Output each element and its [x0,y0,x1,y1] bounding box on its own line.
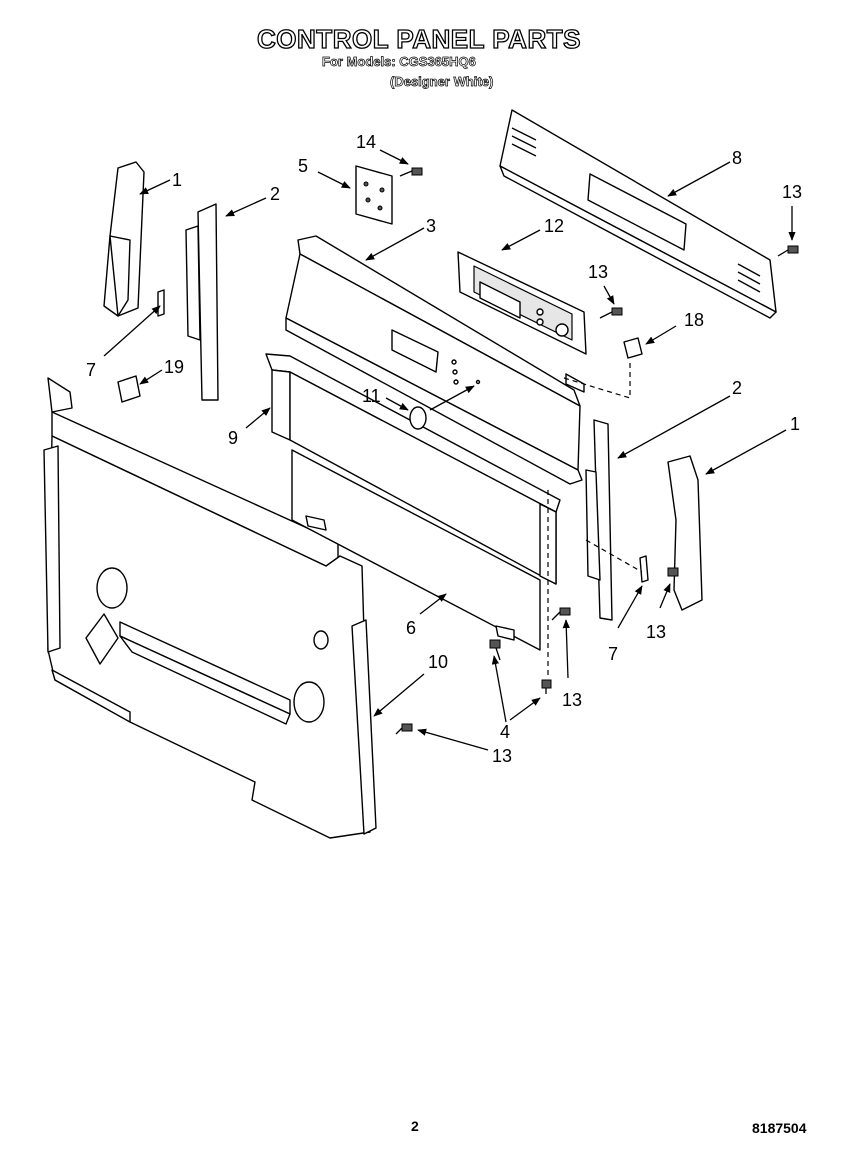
callout-7-right: 7 [608,644,618,664]
callout-3: 3 [426,216,436,236]
screw-part-13-b [599,307,623,319]
side-bracket-left-part-2 [197,203,219,401]
callout-13-bottom: 13 [492,746,512,766]
screw-part-13-c [551,607,571,621]
page-title: CONTROL PANEL PARTS [256,23,581,54]
rail-part-9 [265,353,561,585]
callout-2-left: 2 [270,184,280,204]
clip-left-part-7 [157,289,165,317]
callout-12: 12 [544,216,564,236]
callout-19: 19 [164,357,184,377]
bracket-plate-part-5 [355,165,393,225]
callout-13-mid: 13 [588,262,608,282]
callout-8: 8 [732,148,742,168]
models-line: For Models: CGS365HQ6 [322,54,477,70]
callout-9: 9 [228,428,238,448]
screw-part-4-a [489,639,501,661]
callout-14: 14 [356,132,376,152]
callout-10: 10 [428,652,448,672]
screw-part-13-d [395,723,413,735]
callout-13-top-right: 13 [782,182,802,202]
screw-part-4-b [541,679,552,694]
knob-part-11 [409,406,427,430]
page-number: 2 [411,1118,419,1134]
callout-5: 5 [298,156,308,176]
callout-13-lower: 13 [562,690,582,710]
callout-1-right: 1 [790,414,800,434]
control-board-part-12 [457,251,587,355]
screw-part-13-a [777,245,799,257]
screw-part-13-e [667,567,679,577]
console-part-3 [285,235,585,485]
callout-13-bracket: 13 [646,622,666,642]
leader-lines [103,149,796,751]
switch-part-18 [623,337,643,359]
lower-plate-part-6 [291,449,541,651]
rear-panel-part [43,377,377,839]
callout-2-right: 2 [732,378,742,398]
screw-part-14 [399,167,423,177]
callout-18: 18 [684,310,704,330]
clip-part-19 [117,375,141,403]
callout-1-left: 1 [172,170,182,190]
top-panel-part-8 [499,109,777,319]
document-number: 8187504 [752,1120,807,1136]
variant-line: (Designer White) [390,74,494,90]
callout-11: 11 [362,386,381,406]
callout-7-left: 7 [86,360,96,380]
callout-6: 6 [406,618,416,638]
callout-4: 4 [500,722,510,742]
clip-right-part-7 [639,555,649,583]
endcap-right-part-1 [667,455,703,611]
